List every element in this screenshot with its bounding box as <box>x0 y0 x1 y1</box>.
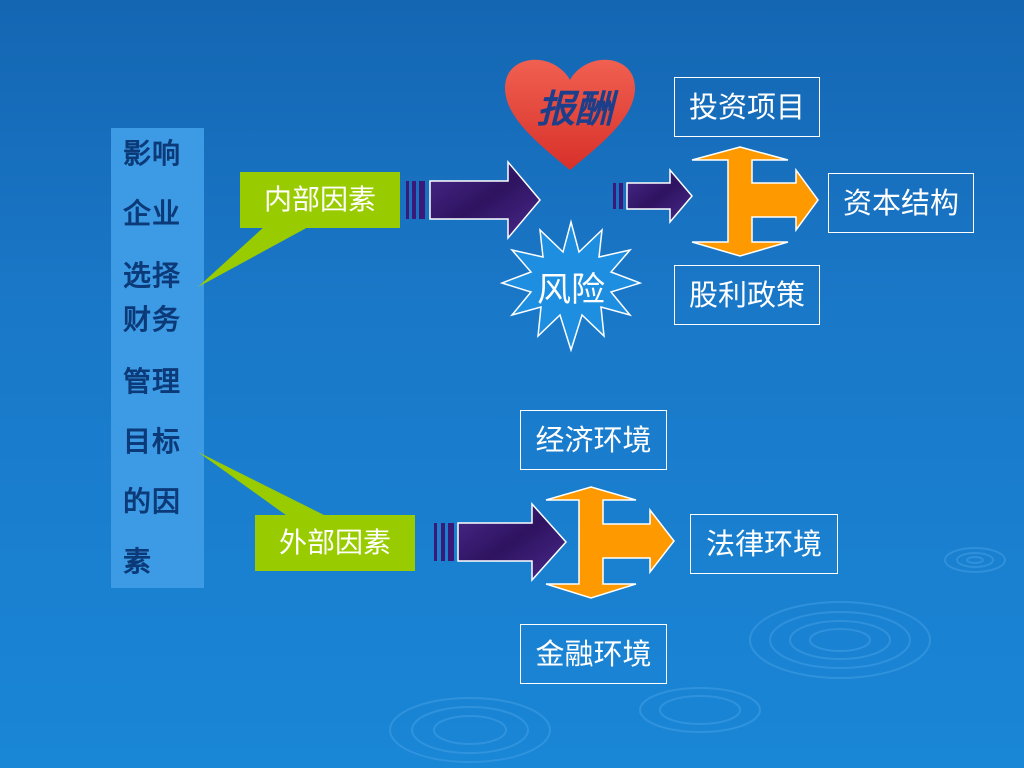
sidebar-line: 企业 <box>123 197 182 230</box>
legal-environment-box: 法律环境 <box>690 514 838 574</box>
sidebar-line: 选择 <box>123 259 182 292</box>
external-branch-arrow <box>545 486 675 599</box>
investment-projects-box: 投资项目 <box>674 77 820 137</box>
dividend-policy-box: 股利政策 <box>674 265 820 325</box>
heart-shape <box>505 59 635 170</box>
internal-branch-arrow <box>691 146 819 257</box>
internal-callout-tail <box>198 226 310 287</box>
internal-factors-label: 内部因素 <box>240 172 400 228</box>
external-callout-tail <box>198 452 330 518</box>
sidebar-line: 目标 <box>123 425 182 458</box>
capital-structure-box: 资本结构 <box>828 173 974 233</box>
sidebar-line: 素 <box>123 545 153 578</box>
sidebar-line: 影响 <box>123 137 182 170</box>
economic-environment-box: 经济环境 <box>520 410 667 470</box>
external-factors-label: 外部因素 <box>255 515 415 571</box>
internal-small-arrow <box>613 167 693 225</box>
risk-label: 风险 <box>537 270 605 310</box>
risk-star-shape <box>499 219 643 353</box>
reward-label: 报酬 <box>536 86 613 131</box>
sidebar-line: 的因 <box>123 485 182 518</box>
sidebar-line: 财务 <box>123 303 182 336</box>
internal-main-arrow <box>406 159 541 241</box>
external-main-arrow <box>434 502 568 582</box>
financial-environment-box: 金融环境 <box>520 624 667 684</box>
sidebar-line: 管理 <box>123 365 182 398</box>
sidebar-panel: 影响 企业 选择 财务 管理 目标 的因 素 <box>111 128 204 588</box>
